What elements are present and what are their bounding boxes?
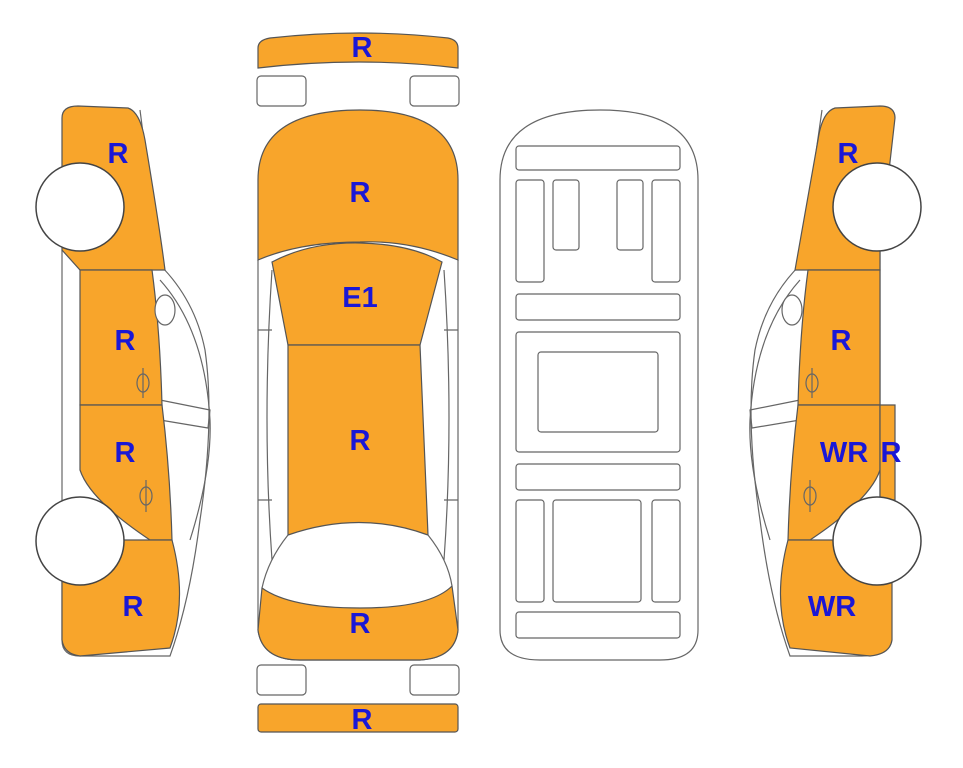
right-rear-edge-panel[interactable] xyxy=(879,404,896,501)
right-rear-edge-label: R xyxy=(881,437,902,469)
left-side-window-curve xyxy=(159,279,211,541)
right-side-window-curve xyxy=(749,279,801,541)
trunk-panel[interactable] xyxy=(257,584,459,661)
left-rear-quarter-label: R xyxy=(123,591,144,623)
right-front-door-label: R xyxy=(831,325,852,357)
left-rear-door-handle xyxy=(139,480,153,512)
roof-panel[interactable] xyxy=(287,344,429,536)
left-headlight xyxy=(256,75,307,107)
left-front-fender-label: R xyxy=(108,138,129,170)
hood-panel[interactable] xyxy=(257,109,459,261)
left-rear-door-label: R xyxy=(115,437,136,469)
right-rear-door-label: WR xyxy=(820,437,868,469)
roof-front-panel[interactable] xyxy=(271,242,443,346)
right-rear-wheel xyxy=(832,496,922,586)
underbody-view xyxy=(499,109,699,661)
left-taillight xyxy=(256,664,307,696)
hood-label: R xyxy=(350,177,371,209)
rear-bumper-label: R xyxy=(352,704,373,736)
right-rear-door-handle xyxy=(803,480,817,512)
right-front-door-handle xyxy=(805,368,819,398)
front-bumper-panel[interactable] xyxy=(257,32,459,69)
left-front-wheel xyxy=(35,162,125,252)
trunk-label: R xyxy=(350,608,371,640)
roof-label: R xyxy=(350,425,371,457)
left-rear-wheel xyxy=(35,496,125,586)
left-front-door-label: R xyxy=(115,325,136,357)
right-front-fender-label: R xyxy=(838,138,859,170)
front-bumper-label: R xyxy=(352,32,373,64)
right-headlight xyxy=(409,75,460,107)
left-side-view: R R R R xyxy=(35,105,211,657)
right-front-wheel xyxy=(832,162,922,252)
right-rear-quarter-label: WR xyxy=(808,591,856,623)
rear-bumper-panel[interactable] xyxy=(257,703,459,733)
roof-front-label: E1 xyxy=(342,282,377,314)
left-front-door-handle xyxy=(136,368,150,398)
top-view: R R E1 R R R xyxy=(256,32,460,736)
right-taillight xyxy=(409,664,460,696)
right-side-view: R R WR R WR xyxy=(749,105,922,657)
